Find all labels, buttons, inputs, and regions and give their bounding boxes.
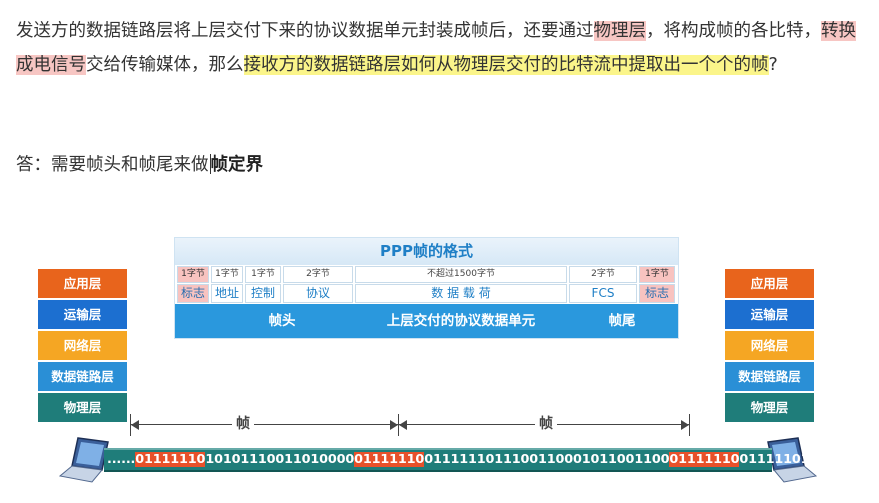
left-layer-physical: 物理层 xyxy=(38,393,127,422)
right-protocol-stack: 应用层 运输层 网络层 数据链路层 物理层 xyxy=(725,269,814,424)
left-layer-transport: 运输层 xyxy=(38,300,127,329)
text-cursor xyxy=(209,154,211,174)
arrow-right-icon xyxy=(681,420,689,430)
left-layer-application: 应用层 xyxy=(38,269,127,298)
field-payload: 数 据 载 荷 xyxy=(355,284,567,303)
highlight-question: 接收方的数据链路层如何从物理层交付的比特流中提取出一个个的帧 xyxy=(243,55,769,75)
field-size-payload: 不超过1500字节 xyxy=(355,266,567,283)
field-size-protocol: 2字节 xyxy=(283,266,353,283)
frame-label-1: 帧 xyxy=(232,414,254,434)
field-size-flag-start: 1字节 xyxy=(177,266,209,283)
bracket-tick-3 xyxy=(689,414,690,436)
question-text-1: 发送方的数据链路层将上层交付下来的协议数据单元封装成帧后，还要通过 xyxy=(16,21,594,41)
right-layer-physical: 物理层 xyxy=(725,393,814,422)
question-text-3: 交给传输媒体，那么 xyxy=(86,55,244,75)
bitstream-flag-1: 01111110 xyxy=(135,452,206,467)
bracket-tick-2 xyxy=(398,414,399,436)
field-control: 控制 xyxy=(245,284,281,303)
question-text-2: ，将构成帧的各比特， xyxy=(646,21,821,41)
bitstream-data-2: 01111110 xyxy=(424,452,495,467)
field-size-flag-end: 1字节 xyxy=(639,266,675,283)
right-layer-datalink: 数据链路层 xyxy=(725,362,814,391)
laptop-right-icon xyxy=(767,437,818,483)
field-flag-end: 标志 xyxy=(639,284,675,303)
field-size-address: 1字节 xyxy=(211,266,243,283)
frame-span-1 xyxy=(131,424,398,425)
field-flag-start: 标志 xyxy=(177,284,209,303)
bitstream-bar xyxy=(104,448,772,472)
left-layer-network: 网络层 xyxy=(38,331,127,360)
field-fcs: FCS xyxy=(569,284,637,303)
question-text-4: ? xyxy=(768,55,778,75)
left-protocol-stack: 应用层 运输层 网络层 数据链路层 物理层 xyxy=(38,269,127,424)
bitstream-data-1: 10101110011010000 xyxy=(205,452,355,467)
field-address: 地址 xyxy=(211,284,243,303)
bitstream-data-3: 11100110001011001100 xyxy=(494,452,670,467)
ppp-bottom-band: 帧头 上层交付的协议数据单元 帧尾 xyxy=(175,304,678,338)
answer-line: 答：需要帧头和帧尾来做帧定界 xyxy=(16,150,263,180)
bitstream-data-4: 01111101 xyxy=(739,452,810,467)
arrow-left-icon xyxy=(399,420,407,430)
bitstream-flag-3: 01111110 xyxy=(669,452,740,467)
bitstream-flag-2: 01111110 xyxy=(354,452,425,467)
field-size-control: 1字节 xyxy=(245,266,281,283)
arrow-right-icon xyxy=(390,420,398,430)
field-size-fcs: 2字节 xyxy=(569,266,637,283)
ppp-title: PPP帧的格式 xyxy=(175,238,678,265)
left-layer-datalink: 数据链路层 xyxy=(38,362,127,391)
right-layer-network: 网络层 xyxy=(725,331,814,360)
right-layer-application: 应用层 xyxy=(725,269,814,298)
ppp-frame-format: PPP帧的格式 1字节 1字节 1字节 2字节 不超过1500字节 2字节 1字… xyxy=(174,237,679,339)
laptop-left-icon xyxy=(58,437,109,483)
payload-label: 上层交付的协议数据单元 xyxy=(386,313,536,329)
question-paragraph: 发送方的数据链路层将上层交付下来的协议数据单元封装成帧后，还要通过物理层，将构成… xyxy=(16,14,866,82)
bitstream: ......0111111010101110011010000011111100… xyxy=(107,449,810,471)
frame-label-2: 帧 xyxy=(535,414,557,434)
bitstream-prefix: ...... xyxy=(107,452,136,467)
bracket-tick-1 xyxy=(130,414,131,436)
field-protocol: 协议 xyxy=(283,284,353,303)
answer-prefix: 答：需要帧头和帧尾来做 xyxy=(16,155,209,175)
right-layer-transport: 运输层 xyxy=(725,300,814,329)
frame-tail-label: 帧尾 xyxy=(608,313,636,329)
arrow-left-icon xyxy=(131,420,139,430)
frame-head-label: 帧头 xyxy=(268,313,296,329)
highlight-physical-layer: 物理层 xyxy=(593,21,646,41)
answer-bold: 帧定界 xyxy=(210,155,264,175)
